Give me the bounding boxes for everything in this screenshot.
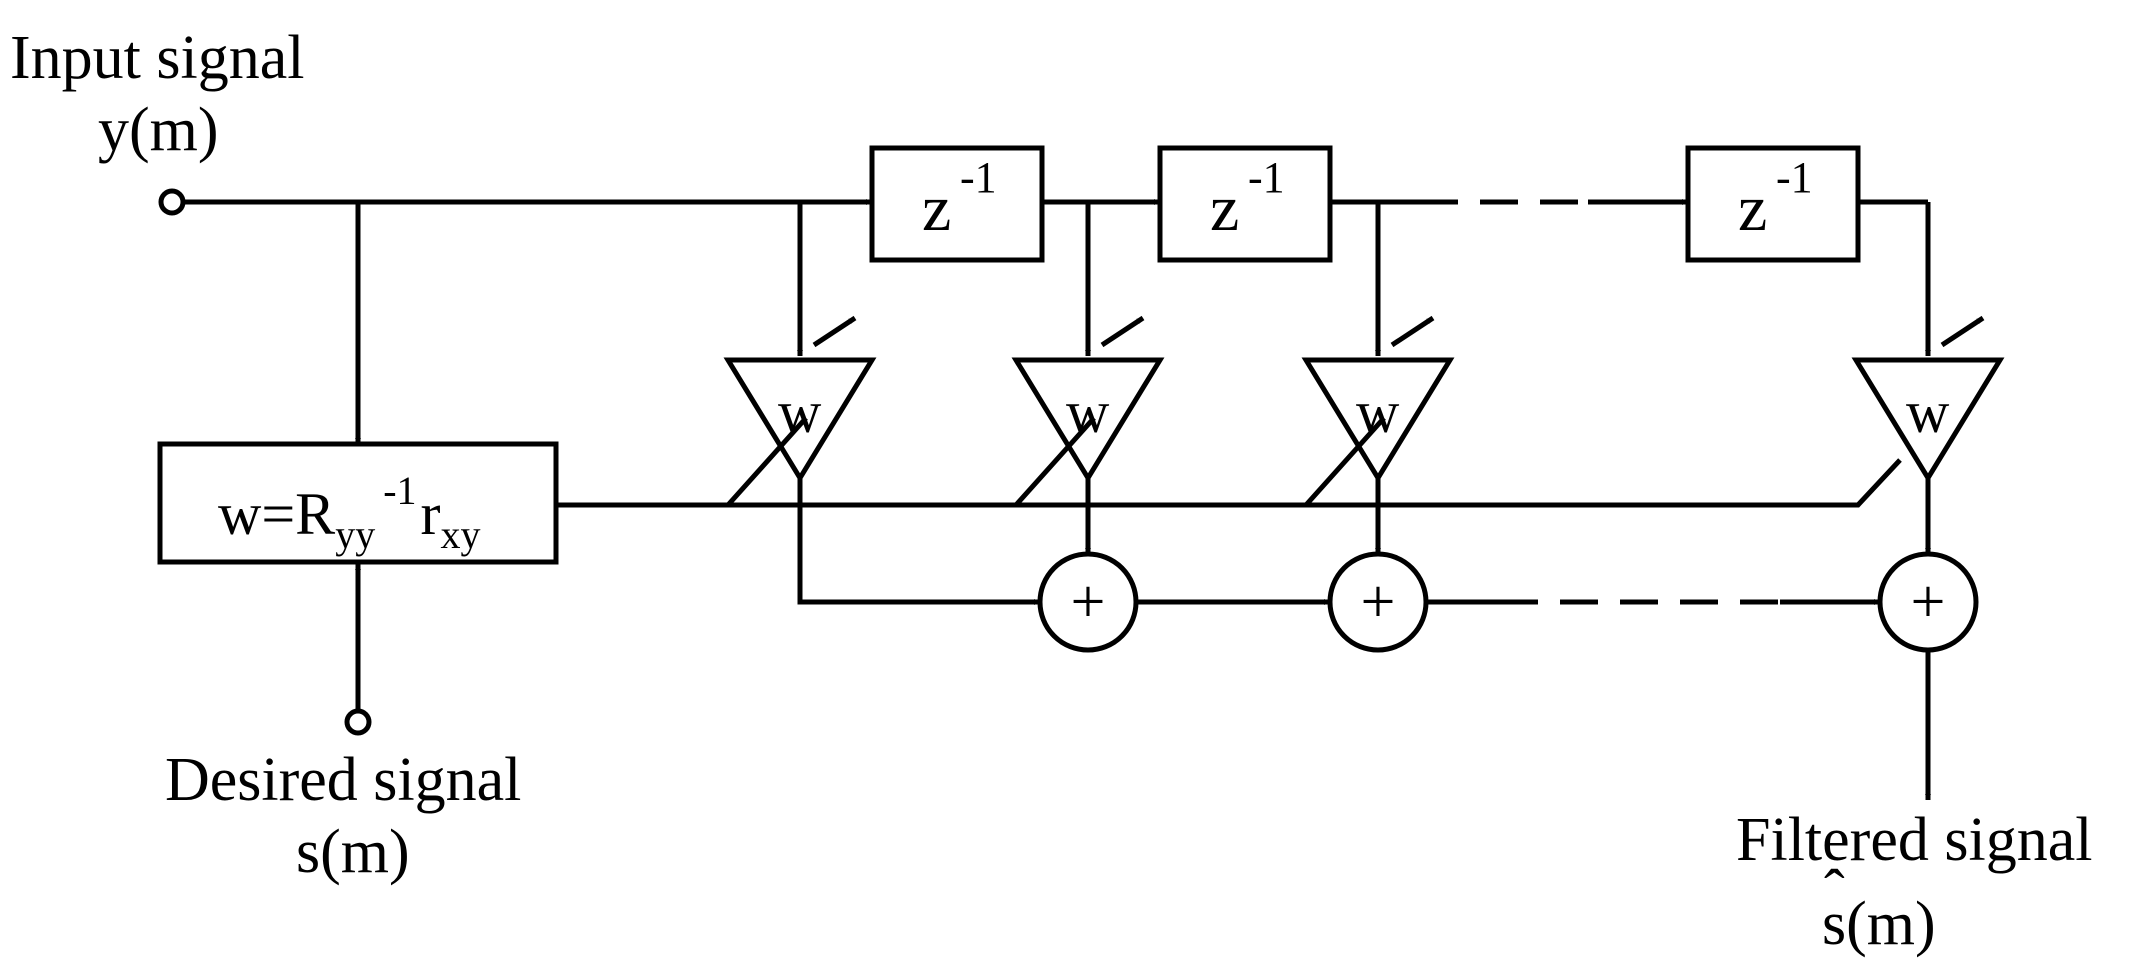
filtered-signal-hat: ˆ	[1824, 858, 1845, 926]
desired-signal-label: Desired signal	[165, 746, 521, 814]
delay-exp-2: -1	[1248, 153, 1285, 202]
wiener-solution-box	[157, 441, 559, 565]
weight-adjust-arrow-0	[812, 315, 857, 348]
delay-z-3: z	[1738, 172, 1767, 245]
weight-adjust-arrow-1	[1100, 315, 1145, 348]
desired-signal-variable: s(m)	[296, 818, 410, 886]
delay-exp-3: -1	[1776, 153, 1813, 202]
delay-box-2	[1157, 145, 1333, 263]
weight-control-diagonal-2	[1304, 416, 1386, 507]
desired-terminal	[344, 708, 372, 736]
weight-label-0: w	[778, 379, 822, 445]
filtered-signal-variable: s(m)	[1822, 890, 1936, 958]
weight-triangle-0	[723, 357, 877, 483]
adder-3-symbol: +	[1911, 568, 1946, 636]
weight-adjust-arrow-3	[1940, 315, 1985, 348]
weight-triangle-1	[1011, 357, 1165, 483]
delay-z-1: z	[922, 172, 951, 245]
weight-label-2: w	[1356, 379, 1400, 445]
weight-output-0-path	[797, 478, 1040, 605]
input-signal-label: Input signal	[10, 24, 304, 92]
weight-control-diagonal-0	[726, 416, 808, 507]
weight-control-line	[556, 458, 1902, 508]
input-terminal	[158, 188, 186, 216]
weight-label-3: w	[1906, 379, 1950, 445]
input-signal-variable: y(m)	[98, 96, 219, 164]
delay-z-2: z	[1210, 172, 1239, 245]
weight-triangle-3	[1851, 357, 2005, 483]
weight-triangle-2	[1301, 357, 1455, 483]
weight-adjust-arrow-2	[1390, 315, 1435, 348]
weight-label-1: w	[1066, 379, 1110, 445]
weight-control-diagonal-1	[1014, 416, 1096, 507]
delay-box-3	[1685, 145, 1861, 263]
delay-box-1	[869, 145, 1045, 263]
filtered-signal-label: Filtered signal	[1736, 806, 2092, 874]
wiener-equation: w=Ryy-1rxy	[218, 468, 481, 557]
adder-1-symbol: +	[1071, 568, 1106, 636]
delay-exp-1: -1	[960, 153, 997, 202]
adder-2-symbol: +	[1361, 568, 1396, 636]
